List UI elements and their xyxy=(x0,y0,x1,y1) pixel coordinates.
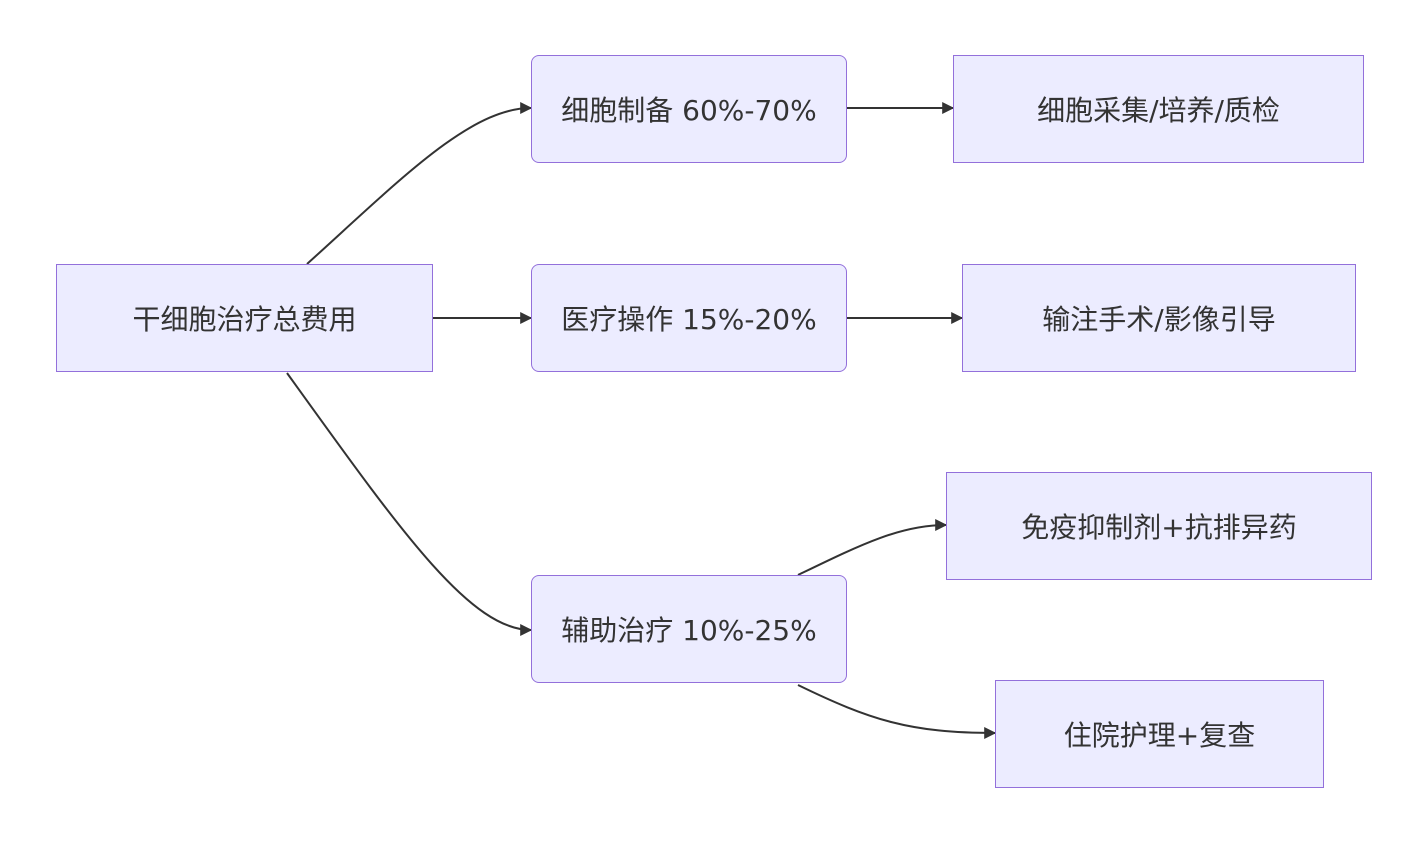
edge-aux-to-hospital xyxy=(797,684,997,739)
node-total-cost: 干细胞治疗总费用 xyxy=(56,264,433,372)
node-infusion-surgery-imaging: 输注手术/影像引导 xyxy=(962,264,1356,372)
node-medical-operation: 医疗操作 15%-20% xyxy=(531,264,847,372)
node-cell-preparation: 细胞制备 60%-70% xyxy=(531,55,847,163)
edge-root-to-aux xyxy=(286,372,533,636)
node-cell-collection-culture-qc: 细胞采集/培养/质检 xyxy=(953,55,1364,163)
node-immunosuppressants: 免疫抑制剂+抗排异药 xyxy=(946,472,1372,580)
edge-root-to-prep xyxy=(306,102,533,265)
node-hospitalization-followup: 住院护理+复查 xyxy=(995,680,1324,788)
edge-aux-to-immuno xyxy=(797,519,948,576)
node-adjuvant-therapy: 辅助治疗 10%-25% xyxy=(531,575,847,683)
